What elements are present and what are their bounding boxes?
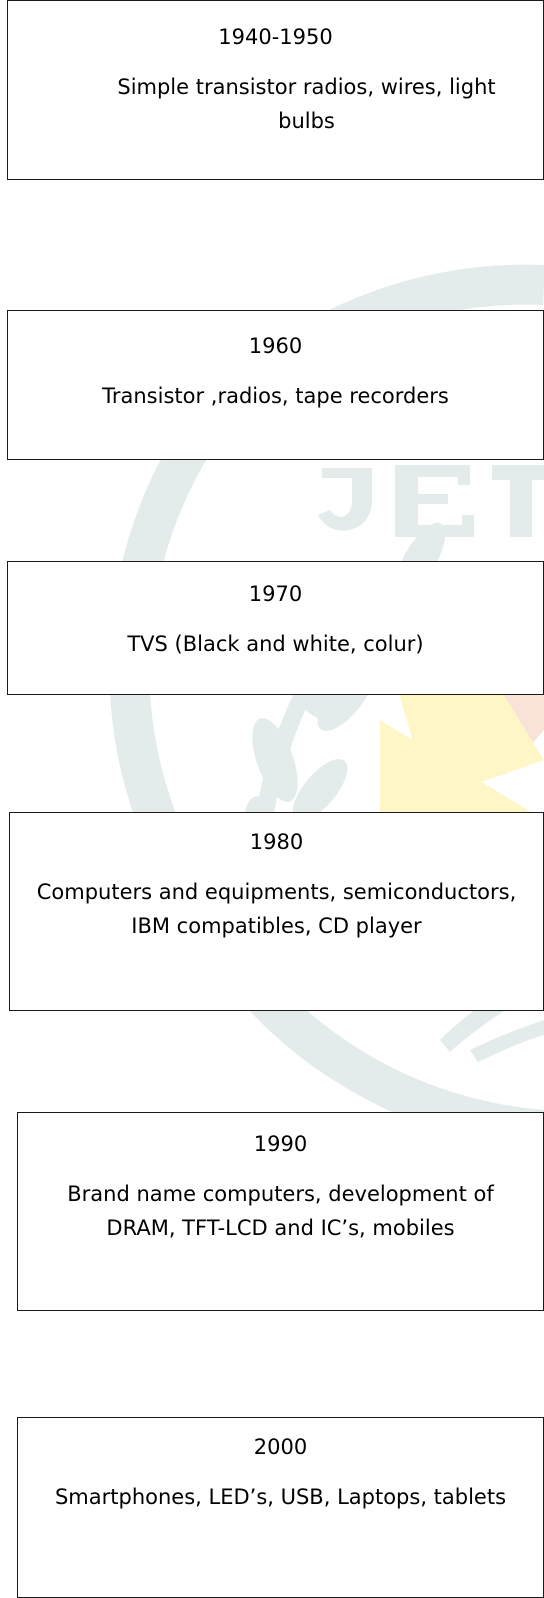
timeline-box-1940-1950: 1940-1950 Simple transistor radios, wire…: [7, 0, 544, 180]
timeline-year: 1960: [248, 334, 303, 358]
timeline-year: 1940-1950: [218, 25, 333, 49]
timeline-box-2000: 2000 Smartphones, LED’s, USB, Laptops, t…: [17, 1417, 544, 1598]
timeline-description: Computers and equipments, semiconductors…: [36, 880, 517, 938]
timeline-box-1990: 1990 Brand name computers, development o…: [17, 1112, 544, 1311]
timeline-description: Transistor ,radios, tape recorders: [102, 384, 449, 408]
timeline-year: 1990: [253, 1132, 308, 1156]
timeline-box-1970: 1970 TVS (Black and white, colur): [7, 561, 544, 695]
timeline-year: 1970: [248, 582, 303, 606]
timeline-description: TVS (Black and white, colur): [127, 632, 424, 656]
timeline-box-1960: 1960 Transistor ,radios, tape recorders: [7, 310, 544, 460]
timeline-description: Brand name computers, development of DRA…: [67, 1182, 494, 1240]
timeline-description: Smartphones, LED’s, USB, Laptops, tablet…: [54, 1485, 507, 1509]
watermark-letters: [318, 465, 544, 537]
timeline-year: 1980: [249, 830, 304, 854]
timeline-year: 2000: [253, 1435, 308, 1459]
timeline-description: Simple transistor radios, wires, light b…: [117, 75, 496, 133]
timeline-box-1980: 1980 Computers and equipments, semicondu…: [9, 812, 544, 1011]
